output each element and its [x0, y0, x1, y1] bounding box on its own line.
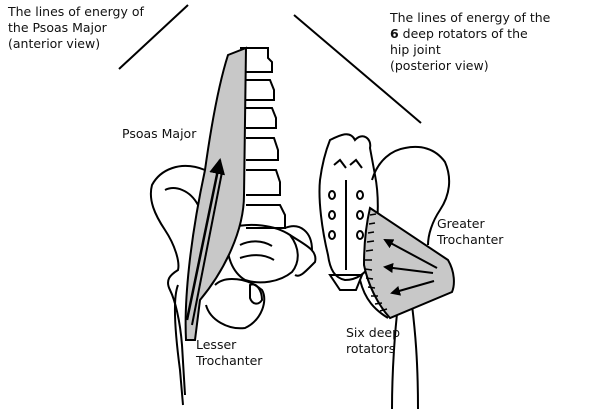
psoas-major-muscle	[184, 46, 248, 341]
label-greater-line-2: Trochanter	[437, 232, 504, 247]
title-right-number: 6	[390, 26, 399, 41]
label-greater-trochanter: Greater Trochanter	[437, 216, 503, 248]
label-lesser-line-1: Lesser	[196, 337, 237, 352]
label-six-deep-rotators: Six deep rotators	[346, 325, 400, 357]
title-right-line-3: hip joint	[390, 42, 441, 57]
title-left-line-3: (anterior view)	[8, 36, 101, 51]
posterior-view-title: The lines of energy of the 6 deep rotato…	[390, 10, 550, 74]
title-right-line-2: 6 deep rotators of the	[390, 26, 550, 42]
title-right-line-1: The lines of energy of the	[390, 10, 551, 25]
title-left-line-1: The lines of energy of	[8, 4, 144, 19]
title-left-line-2: the Psoas Major	[8, 20, 107, 35]
label-lesser-line-2: Trochanter	[196, 353, 263, 368]
rotator-energy-arrow-3	[390, 280, 435, 296]
divider-line-right	[293, 14, 422, 124]
anterior-view-title: The lines of energy of the Psoas Major (…	[8, 4, 144, 52]
title-right-line-2-rest: deep rotators of the	[398, 26, 528, 41]
psoas-energy-arrow-2	[191, 171, 223, 326]
psoas-energy-arrow-1	[185, 158, 226, 321]
anterior-pelvis	[149, 47, 317, 406]
sacrum-posterior	[318, 133, 379, 282]
lumbar-vertebrae	[240, 47, 286, 229]
sacrum-anterior	[226, 223, 299, 284]
rotator-energy-arrow-1	[383, 239, 438, 269]
label-lesser-trochanter: Lesser Trochanter	[196, 337, 262, 369]
label-six-line-1: Six deep	[346, 325, 401, 340]
label-six-line-2: rotators	[346, 341, 396, 356]
six-deep-rotators-muscle	[362, 206, 455, 320]
rotator-origin-hatching	[364, 213, 388, 312]
divider-line-left	[118, 4, 189, 70]
label-psoas-major: Psoas Major	[122, 126, 197, 141]
rotator-energy-arrow-2	[383, 263, 434, 274]
title-right-line-4: (posterior view)	[390, 58, 489, 73]
label-greater-line-1: Greater	[437, 216, 485, 231]
